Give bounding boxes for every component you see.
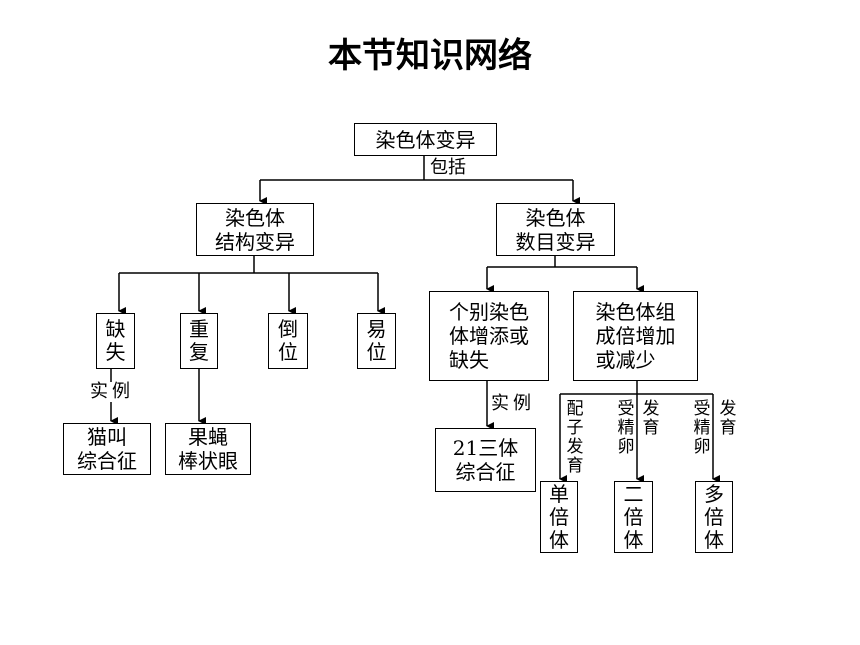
edge-label-example: 实例 <box>491 393 535 414</box>
node-label: 染色体 结构变异 <box>215 205 295 254</box>
node-diploid: 二倍体 <box>614 481 653 553</box>
node-chromosome-set: 染色体组 成倍增加 或减少 <box>573 291 698 381</box>
node-label: 单倍体 <box>549 481 569 552</box>
node-label: 染色体组 成倍增加 或减少 <box>595 300 676 372</box>
node-label: 二倍体 <box>623 481 644 552</box>
node-label: 重复 <box>189 317 209 364</box>
node-bar-eye: 果蝇 棒状眼 <box>165 423 251 475</box>
node-trisomy-21: 21三体 综合征 <box>435 428 536 492</box>
node-cat-cry-syndrome: 猫叫 综合征 <box>63 423 151 475</box>
node-individual-chromosome: 个别染色 体增添或 缺失 <box>429 291 549 381</box>
node-label: 多倍体 <box>704 481 724 552</box>
node-structural-variation: 染色体 结构变异 <box>196 203 314 256</box>
edge-label-development: 发育 <box>719 399 737 438</box>
node-chromosome-variation: 染色体变异 <box>354 123 497 156</box>
edge-label-example: 实例 <box>90 381 134 402</box>
node-polyploid: 多倍体 <box>695 481 733 553</box>
node-duplication: 重复 <box>180 313 218 369</box>
node-numerical-variation: 染色体 数目变异 <box>496 203 615 256</box>
page-title: 本节知识网络 <box>328 36 532 76</box>
edge-label-fertilized-egg: 受精卵 <box>693 399 711 457</box>
node-label: 染色体 数目变异 <box>515 205 596 254</box>
node-haploid: 单倍体 <box>540 481 578 553</box>
node-label: 倒位 <box>278 317 298 364</box>
edge-label-gamete-development: 配子发育 <box>566 399 584 476</box>
node-inversion: 倒位 <box>268 313 308 369</box>
node-label: 21三体 综合征 <box>452 436 519 484</box>
edge-label-development: 发育 <box>642 399 660 438</box>
edge-label-fertilized-egg: 受精卵 <box>617 399 635 457</box>
node-label: 果蝇 棒状眼 <box>178 425 238 473</box>
node-label: 个别染色 体增添或 缺失 <box>449 300 529 372</box>
node-label: 缺失 <box>105 317 126 364</box>
node-label: 染色体变异 <box>375 127 476 152</box>
node-deletion: 缺失 <box>96 313 135 369</box>
node-label: 猫叫 综合征 <box>77 425 137 473</box>
node-translocation: 易位 <box>357 313 396 369</box>
node-label: 易位 <box>366 317 387 364</box>
edge-label-include: 包括 <box>430 157 466 178</box>
